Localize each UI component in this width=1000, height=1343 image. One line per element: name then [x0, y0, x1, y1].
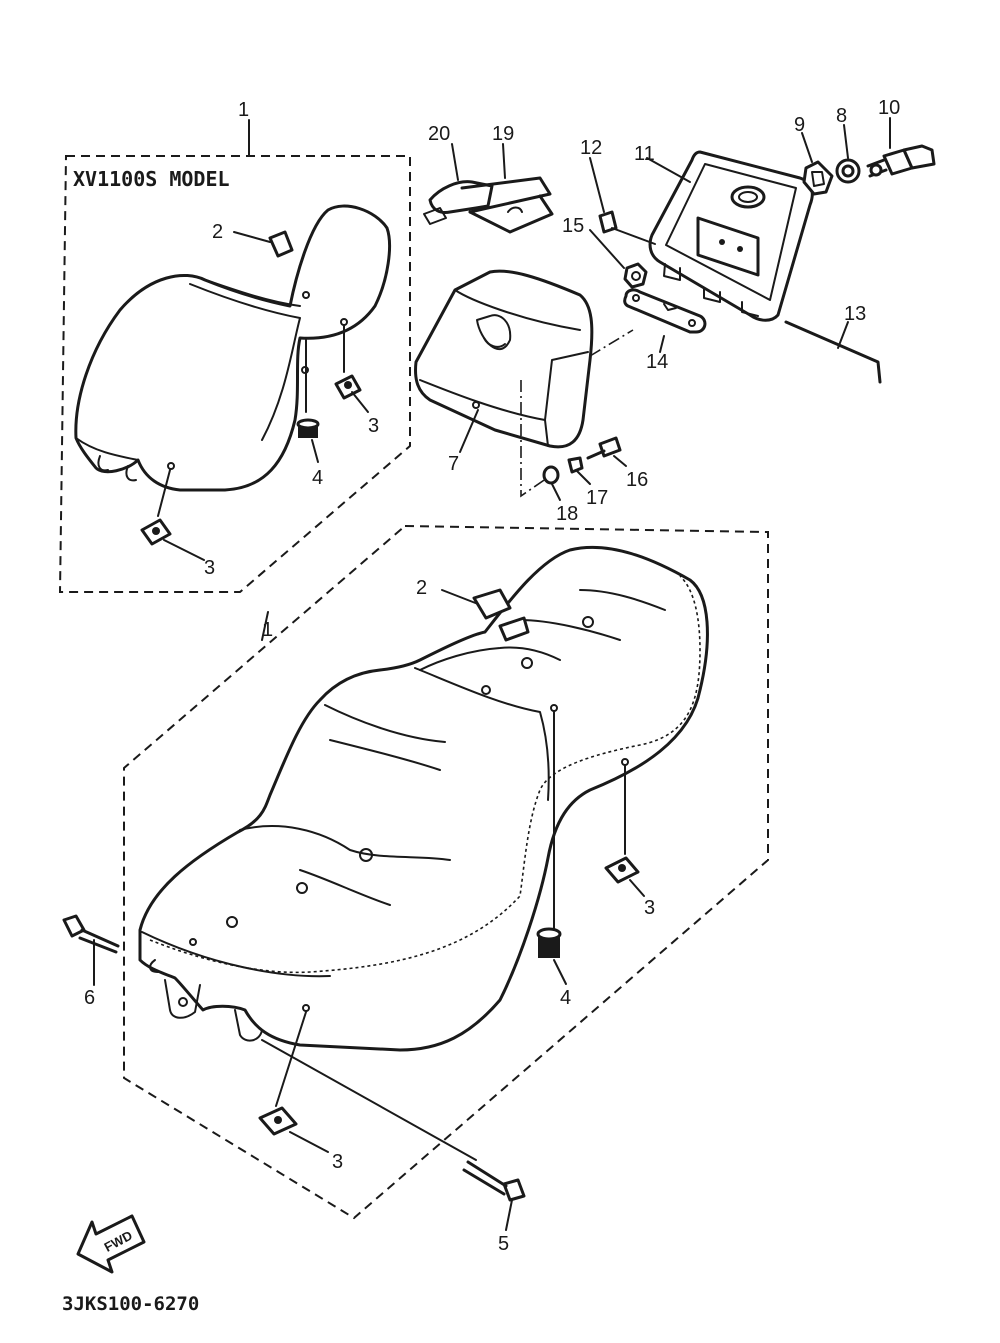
damper-main	[536, 927, 562, 958]
nut-plate-xv1100s-right	[334, 374, 362, 400]
nut-plate-main-right	[604, 856, 640, 884]
leader-4-top	[311, 439, 319, 463]
callout-1-top: 1	[238, 99, 249, 121]
bracket-19	[460, 176, 554, 234]
seat-xv1100s	[74, 204, 392, 492]
callout-16: 16	[626, 469, 648, 491]
bracket-20	[423, 180, 494, 225]
callout-19: 19	[492, 123, 514, 145]
xv1100s-model-group: XV1100S MODEL	[58, 119, 411, 593]
callout-10: 10	[878, 97, 900, 119]
callout-5: 5	[498, 1233, 509, 1255]
fwd-arrow-icon: FWD	[76, 1214, 146, 1274]
callout-labels: 1 2 3 4 3 20 19 12 11 9 8 10 15 13 14 7 …	[84, 97, 900, 1255]
washer-17	[567, 456, 584, 474]
bracket-14	[623, 288, 707, 334]
clip-12	[598, 210, 656, 245]
callout-11: 11	[634, 143, 655, 165]
main-seat-box	[123, 524, 769, 1220]
callout-18: 18	[556, 503, 578, 525]
callout-8: 8	[836, 105, 847, 127]
model-label: XV1100S MODEL	[73, 167, 230, 191]
grommet-9	[802, 160, 834, 196]
rear-cover	[414, 269, 594, 449]
leader-2-top	[233, 231, 271, 243]
seat-main	[138, 545, 709, 1052]
callout-7: 7	[448, 453, 459, 475]
bolt-5	[462, 1160, 526, 1202]
callout-3-main-bottom: 3	[332, 1151, 343, 1173]
callout-2-top: 2	[212, 221, 223, 243]
callout-13: 13	[844, 303, 866, 325]
callout-4-main: 4	[560, 987, 571, 1009]
nut-plate-main-bottom	[258, 1106, 298, 1136]
bolt-6	[62, 914, 120, 954]
nut-15	[623, 262, 648, 289]
callout-15: 15	[562, 215, 584, 237]
callout-17: 17	[586, 487, 608, 509]
bolt-16	[586, 436, 622, 460]
callout-20: 20	[428, 123, 450, 145]
tool-tray	[648, 150, 814, 322]
callout-12: 12	[580, 137, 602, 159]
callout-3-main-right: 3	[644, 897, 655, 919]
callout-4-top: 4	[312, 467, 323, 489]
callout-2-main: 2	[416, 577, 427, 599]
seat-strap-main	[472, 588, 530, 642]
seat-lock-10	[866, 144, 936, 178]
leader-3-top-left	[163, 539, 205, 561]
leader-3-top-right	[351, 391, 369, 413]
callout-1-main: 1	[262, 619, 273, 641]
damper-xv1100s	[296, 418, 320, 438]
diagram-code: 3JKS100-6270	[62, 1293, 199, 1315]
seal-8	[835, 158, 861, 184]
callout-9: 9	[794, 114, 805, 136]
rod-13	[784, 320, 882, 384]
callout-14: 14	[646, 351, 668, 373]
callout-3-top-left: 3	[204, 557, 215, 579]
callout-3-top-right: 3	[368, 415, 379, 437]
washer-18	[542, 465, 560, 485]
callout-6: 6	[84, 987, 95, 1009]
nut-plate-xv1100s-left	[140, 518, 172, 546]
seat-strap-xv1100s	[268, 230, 294, 258]
